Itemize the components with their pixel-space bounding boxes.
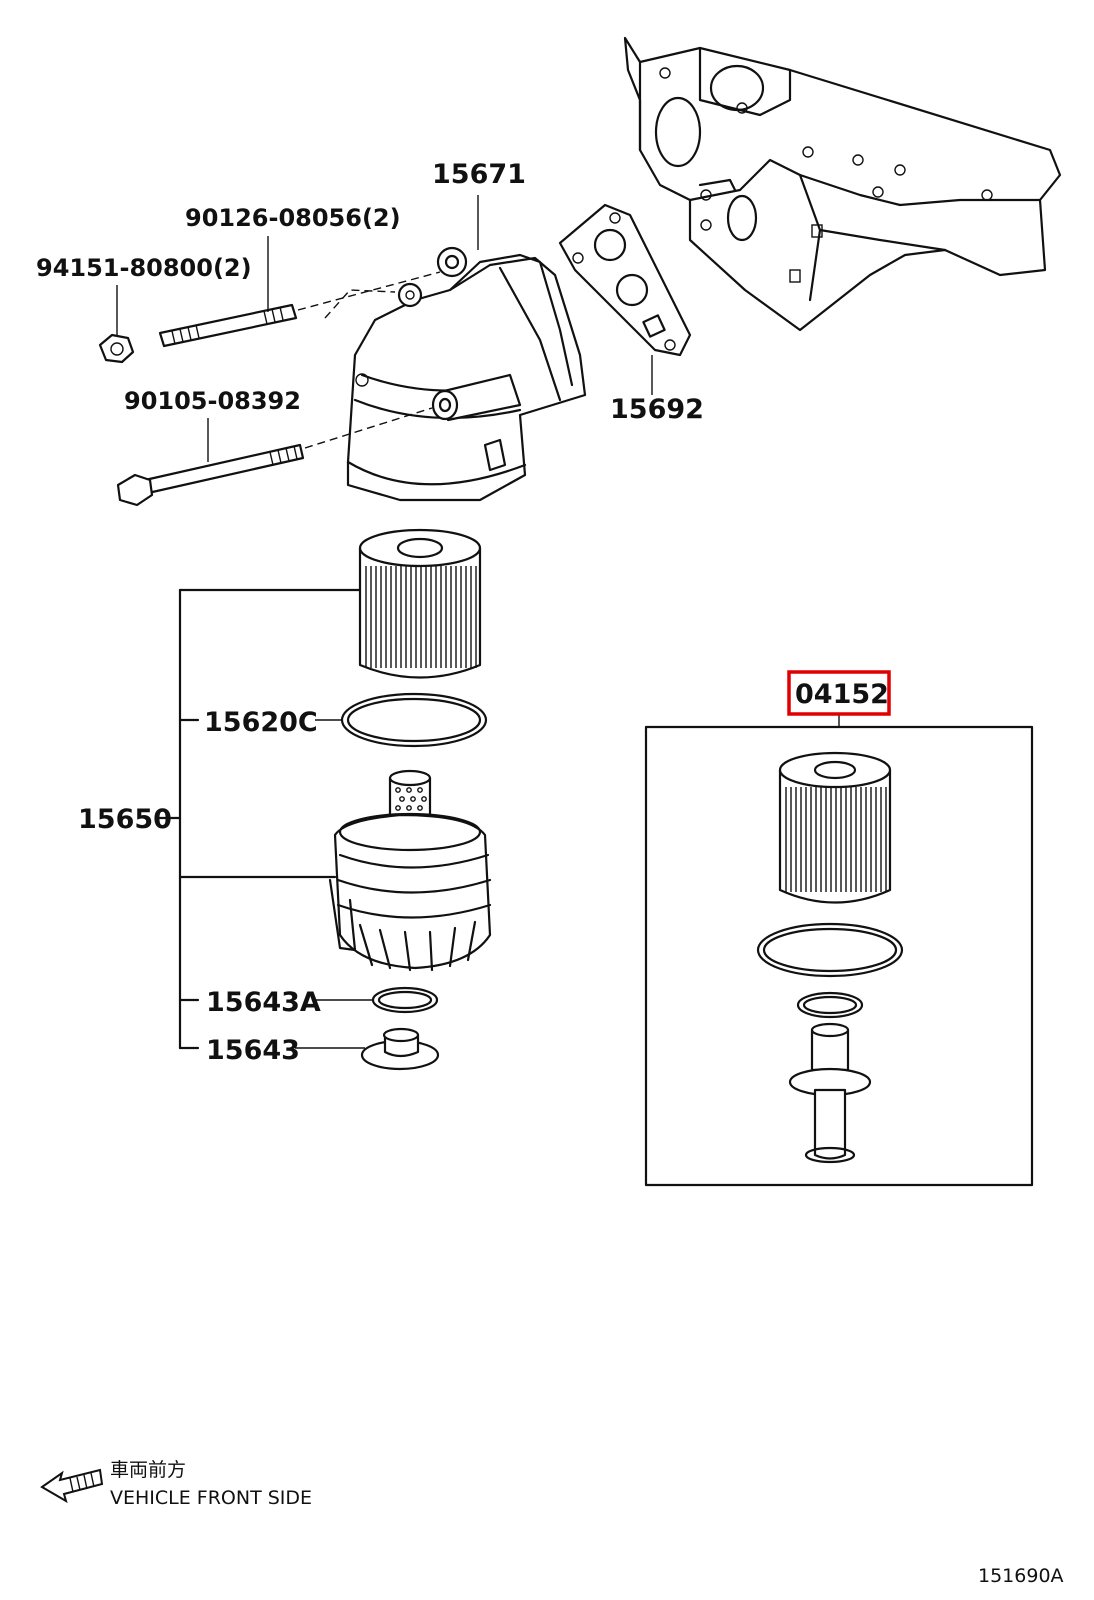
label-15643a: 15643A [206,987,321,1018]
bolt-drawing [116,443,305,507]
perforation-hole [406,787,412,793]
stud-bolt-drawing [158,303,298,348]
perforation-hole [417,787,423,793]
pleat-lines-kit [785,787,887,892]
front-note-en: VEHICLE FRONT SIDE [110,1487,312,1509]
dash-bolt-line [304,407,433,449]
label-15620c: 15620C [204,707,318,738]
pleat-lines [365,566,477,668]
kit-o-ring-large-inner [762,927,898,973]
label-15692: 15692 [610,394,704,425]
kit-o-ring-small [796,991,864,1019]
kit-element-drawing [778,751,892,904]
perforation-hole [421,796,427,802]
front-note-jp: 車両前方 [110,1459,186,1481]
o-ring-large [340,692,488,748]
oil-filter-housing-drawing [346,246,587,502]
perforation-hole [395,805,401,811]
nut-drawing [98,333,135,364]
kit-drain-pipe-drawing [788,1022,872,1164]
gasket-15692-drawing [558,203,692,357]
dash-stud-line-2 [324,289,396,319]
o-ring-large-inner [346,697,482,743]
perforation-hole [410,796,416,802]
label-90105: 90105-08392 [124,387,301,415]
label-90126: 90126-08056(2) [185,204,401,232]
label-15671: 15671 [432,159,526,190]
perforation-hole [399,796,405,802]
bracket-15650 [158,588,362,1050]
arrow-left-icon [40,1468,104,1504]
kit-o-ring-small-inner [802,995,858,1015]
highlight-box [787,670,891,716]
label-04152: 04152 [795,679,889,710]
kit-o-ring-large [756,922,904,978]
label-15643: 15643 [206,1035,300,1066]
drain-plug-drawing [360,1027,440,1071]
perforation-hole [417,805,423,811]
filter-element-drawing [358,528,482,679]
perforation-hole [395,787,401,793]
label-94151: 94151-80800(2) [36,254,252,282]
dash-stud-line [297,271,441,311]
o-ring-small [371,986,439,1014]
perforation-hole [406,805,412,811]
engine-block-drawing [623,36,1062,332]
filter-cap-drawing [328,769,492,972]
label-15650: 15650 [78,804,172,835]
o-ring-small-inner [377,990,433,1010]
diagram-id: 151690A [978,1565,1064,1587]
